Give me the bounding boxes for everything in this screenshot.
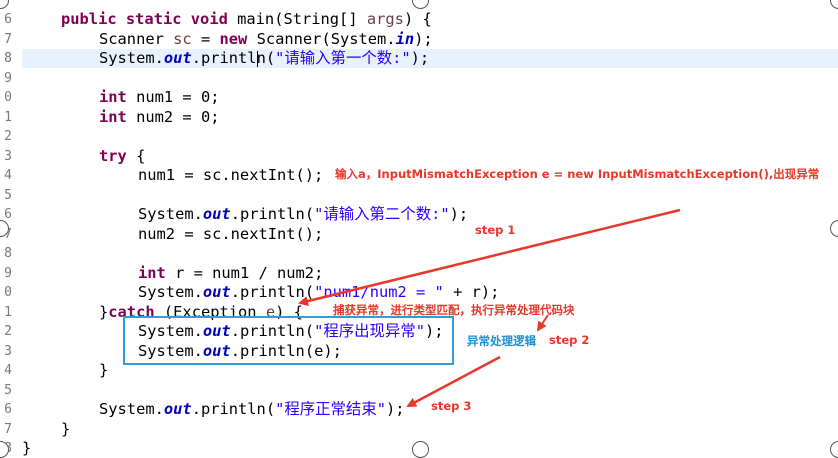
code-line-print-exception-msg[interactable]: System.out.println("程序出现异常");: [138, 322, 444, 340]
line-number: 5: [4, 187, 12, 203]
code-line-divide[interactable]: int r = num1 / num2;: [138, 263, 324, 282]
line-number: 7: [4, 226, 12, 242]
resize-handle-bottom-center[interactable]: [412, 441, 429, 458]
annotation-input-note: 输入a，InputMismatchException e = new Input…: [335, 167, 820, 181]
line-number: 0: [4, 285, 12, 300]
code-line-scanner[interactable]: Scanner sc = new Scanner(System.in);: [99, 29, 433, 48]
line-number: 3: [4, 343, 12, 359]
line-number: 6: [4, 207, 12, 222]
code-line-main[interactable]: public static void main(String[] args) {: [61, 10, 432, 28]
step2-arrow: [536, 314, 549, 332]
step3-arrow: [406, 355, 501, 408]
code-line-print-result[interactable]: System.out.println("num1/num2 = " + r);: [138, 283, 500, 301]
code-line-print-exception[interactable]: System.out.println(e);: [138, 341, 342, 360]
line-number: 1: [4, 304, 12, 320]
line-number: 4: [4, 168, 12, 183]
code-line-num2-decl[interactable]: int num2 = 0;: [99, 107, 220, 126]
annotation-catch-note: 捕获异常，进行类型匹配，执行异常处理代码块: [333, 303, 575, 317]
line-number: 8: [4, 246, 12, 261]
code-line-num1-decl[interactable]: int num1 = 0;: [99, 88, 220, 106]
code-line-read-num2[interactable]: num2 = sc.nextInt();: [138, 224, 324, 243]
code-line-prompt-first[interactable]: System.out.println("请输入第一个数:");: [99, 49, 430, 67]
line-number: 8: [4, 51, 12, 66]
code-line-try[interactable]: try {: [99, 146, 146, 165]
current-line-highlight: [22, 49, 838, 69]
line-number: 6: [4, 12, 12, 27]
line-number: 3: [4, 148, 12, 164]
line-number: 7: [4, 31, 12, 47]
annotation-logic-note: 异常处理逻辑: [467, 334, 536, 348]
annotation-step2: step 2: [549, 333, 590, 347]
code-line-close-class[interactable]: }: [22, 439, 32, 457]
line-number: 7: [4, 421, 12, 437]
line-number: 9: [4, 265, 12, 281]
line-number: 2: [4, 324, 12, 339]
code-line-close-method[interactable]: }: [61, 419, 71, 438]
line-number: 0: [4, 90, 12, 105]
line-number: 1: [4, 109, 12, 125]
step1-arrow: [298, 208, 681, 306]
code-line-read-num1[interactable]: num1 = sc.nextInt();: [138, 166, 324, 184]
text-cursor: [256, 50, 258, 67]
line-number: 9: [4, 70, 12, 86]
annotation-step3: step 3: [431, 399, 472, 413]
line-number: 6: [4, 402, 12, 417]
code-line-print-end[interactable]: System.out.println("程序正常结束");: [99, 400, 405, 418]
line-number: 5: [4, 382, 12, 398]
code-line-prompt-second[interactable]: System.out.println("请输入第二个数:");: [138, 205, 469, 223]
line-number: 2: [4, 129, 12, 144]
line-number: 4: [4, 363, 12, 378]
exception-logic-highlight-box: [123, 316, 454, 365]
code-line-close-catch[interactable]: }: [99, 361, 109, 379]
annotation-step1: step 1: [475, 223, 516, 237]
